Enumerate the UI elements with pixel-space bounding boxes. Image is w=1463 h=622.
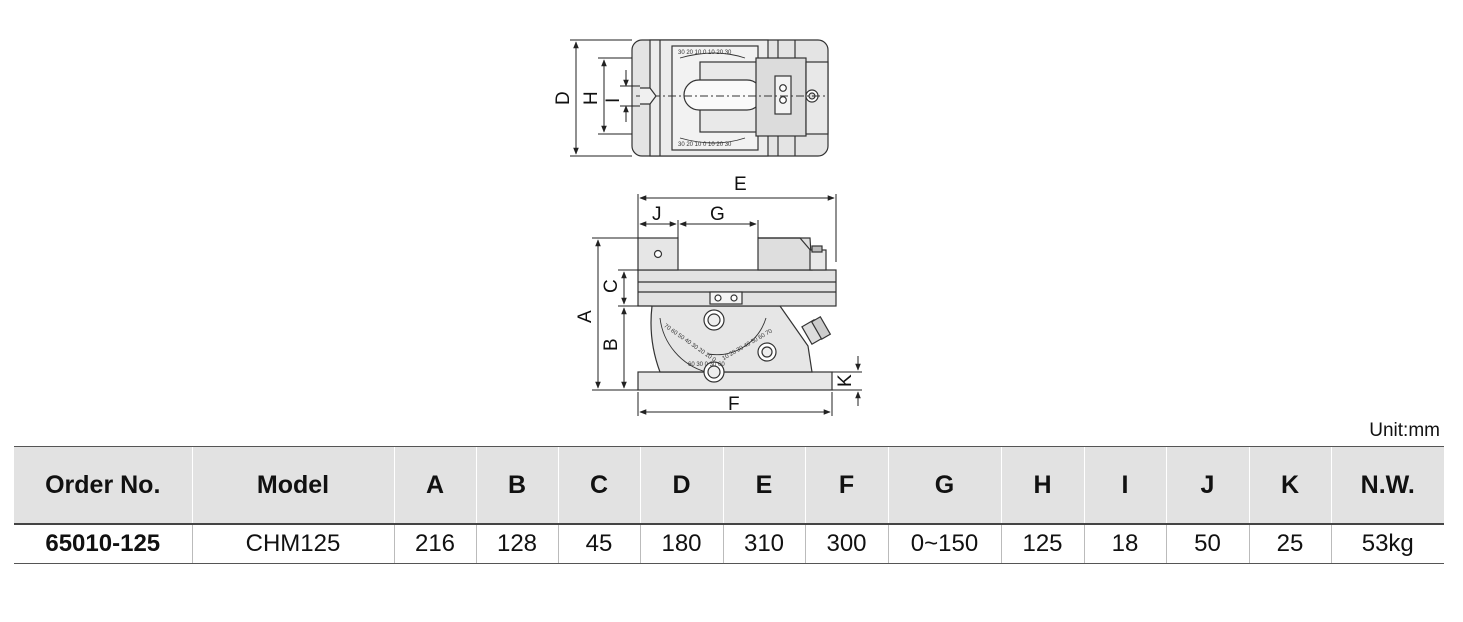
header-model: Model	[191, 446, 394, 525]
dim-label-F: F	[728, 394, 740, 415]
header-b: B	[475, 446, 558, 525]
dim-label-B: B	[601, 338, 622, 351]
table-header-row: Order No. Model A B C D E F G H I J K N.…	[14, 446, 1444, 525]
cell-j: 50	[1165, 524, 1249, 564]
header-j: J	[1165, 446, 1249, 525]
unit-label: Unit:mm	[1369, 420, 1440, 441]
header-h: H	[1000, 446, 1084, 525]
side-view	[637, 237, 837, 391]
cell-model: CHM125	[191, 524, 394, 564]
header-i: I	[1083, 446, 1166, 525]
header-a: A	[393, 446, 476, 525]
cell-i: 18	[1083, 524, 1166, 564]
dim-label-I: I	[603, 98, 624, 103]
dim-label-K: K	[835, 374, 856, 387]
dim-label-J: J	[652, 204, 662, 225]
base-plate	[637, 371, 833, 391]
cell-h: 125	[1000, 524, 1084, 564]
header-f: F	[804, 446, 888, 525]
side-scale-lower: 60 30 0 30 60	[688, 362, 725, 368]
table-row: 65010-125 CHM125 216 128 45 180 310 300 …	[14, 524, 1444, 564]
cell-g: 0~150	[887, 524, 1001, 564]
bottom-scale-text: 30 20 10 0 10 20 30	[678, 142, 732, 148]
spec-table: Order No. Model A B C D E F G H I J K N.…	[14, 446, 1444, 564]
technical-drawing: 30 20 10 0 10 20 30 30 20 10 0 10 20 30 …	[553, 39, 862, 416]
dim-label-E: E	[734, 174, 747, 195]
swivel-body	[650, 305, 813, 373]
dim-label-G: G	[710, 204, 725, 225]
dim-label-A: A	[575, 310, 596, 323]
cell-nw: 53kg	[1330, 524, 1444, 564]
header-nw: N.W.	[1330, 446, 1444, 525]
header-e: E	[722, 446, 805, 525]
cell-e: 310	[722, 524, 805, 564]
cell-a: 216	[393, 524, 476, 564]
header-c: C	[557, 446, 640, 525]
cell-c: 45	[557, 524, 640, 564]
header-g: G	[887, 446, 1001, 525]
dim-label-H: H	[581, 91, 602, 105]
fixed-jaw	[637, 237, 679, 271]
cell-order-no: 65010-125	[14, 524, 192, 564]
dim-label-D: D	[553, 91, 574, 105]
header-k: K	[1248, 446, 1331, 525]
cell-k: 25	[1248, 524, 1331, 564]
cell-f: 300	[804, 524, 888, 564]
dim-label-C: C	[601, 279, 622, 293]
top-view	[631, 39, 829, 157]
header-d: D	[639, 446, 723, 525]
cell-d: 180	[639, 524, 723, 564]
cell-b: 128	[475, 524, 558, 564]
header-order-no: Order No.	[14, 446, 192, 525]
